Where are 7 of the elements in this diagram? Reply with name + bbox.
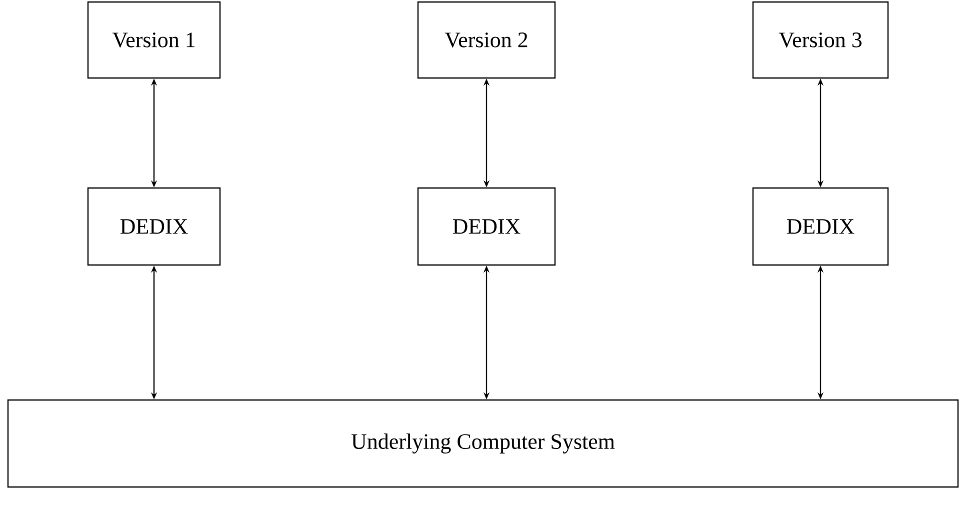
version-box: Version 1 [87, 1, 221, 79]
version-box: Version 3 [752, 1, 889, 79]
dedix-box: DEDIX [417, 187, 556, 266]
version-box: Version 2 [417, 1, 556, 79]
dedix-box: DEDIX [87, 187, 221, 266]
system-box: Underlying Computer System [7, 399, 959, 488]
dedix-box: DEDIX [752, 187, 889, 266]
